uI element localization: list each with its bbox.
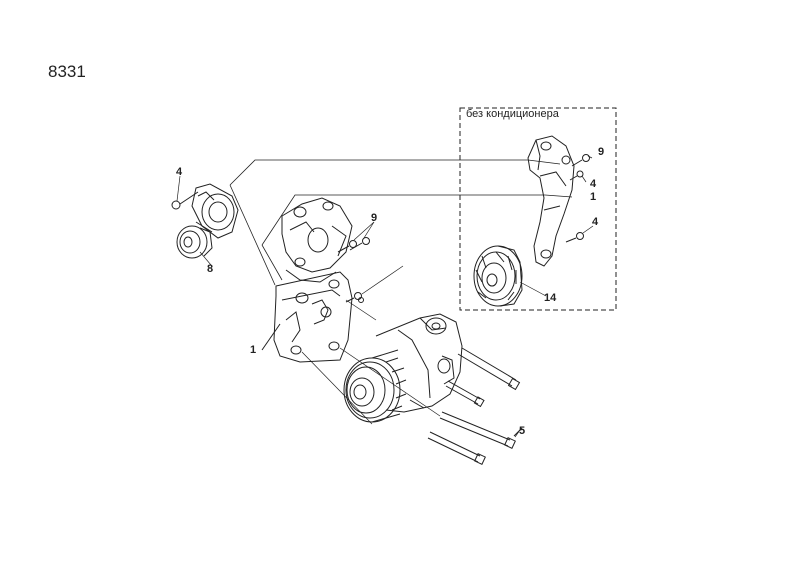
cross-reference-lines — [229, 159, 573, 286]
tensioner-pulley-icon — [176, 225, 213, 259]
idler-pulley-icon — [473, 245, 523, 307]
ac-compressor-icon — [343, 313, 463, 423]
inset-bolts-icon — [565, 154, 590, 243]
belt-tensioner-icon — [191, 183, 239, 239]
bracket-bolts-icon — [337, 237, 370, 253]
callout-leaders — [176, 155, 594, 438]
callout-inset-bolt-top: 9 — [598, 146, 605, 158]
callout-tensioner-pulley: 8 — [207, 263, 214, 275]
callout-mounting-bracket: 1 — [250, 344, 257, 356]
compressor-long-bolts-icon — [427, 347, 523, 465]
compressor-upper-bolts-icon — [345, 292, 364, 303]
callout-inset-bolt-mid: 4 — [590, 178, 597, 190]
callout-tensioner-bolt: 4 — [176, 166, 183, 178]
upper-bracket-icon — [281, 197, 353, 283]
inset-caption: без кондиционера — [466, 108, 559, 120]
callout-inset-bolt-low: 4 — [592, 216, 599, 228]
mounting-bracket-icon — [261, 271, 353, 363]
callout-compressor-bolts: 5 — [519, 425, 526, 437]
inset-frame — [459, 107, 617, 311]
diagram-number: 8331 — [48, 62, 86, 81]
callout-inset-bracket: 1 — [590, 191, 597, 203]
callout-bracket-bolts: 9 — [371, 212, 378, 224]
callout-inset-pulley: 14 — [544, 292, 557, 304]
inset-bracket-icon — [527, 135, 575, 267]
assembly-lines — [301, 299, 441, 425]
